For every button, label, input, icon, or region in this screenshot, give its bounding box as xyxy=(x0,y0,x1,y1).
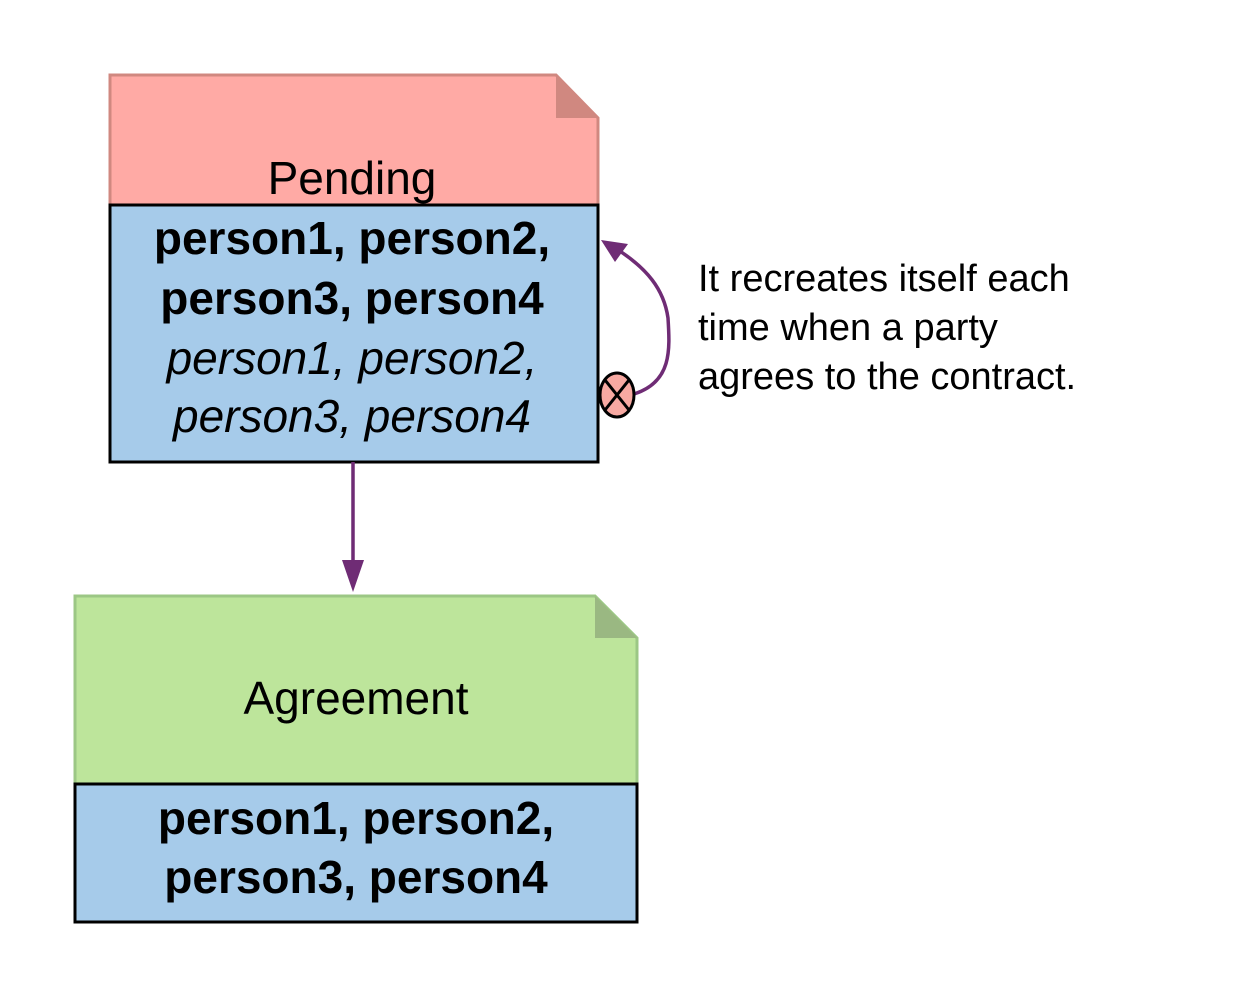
agreement-fold-corner xyxy=(595,596,637,638)
agreement-title: Agreement xyxy=(243,672,468,724)
agreement-template[interactable]: Agreement person1, person2, person3, per… xyxy=(73,594,639,924)
pending-header xyxy=(108,73,600,207)
self-loop-arrow xyxy=(611,244,671,396)
agreement-parties-box xyxy=(73,782,639,924)
agreement-header xyxy=(73,594,639,786)
note-line-1: It recreates itself each xyxy=(698,258,1070,300)
transition-arrowhead xyxy=(342,560,364,592)
self-loop-note: It recreates itself each time when a par… xyxy=(698,258,1076,398)
pending-parties-box xyxy=(108,203,600,464)
pending-observers-line-2: person3, person4 xyxy=(171,390,531,442)
pending-template[interactable]: Pending person1, person2, person3, perso… xyxy=(108,73,600,464)
pending-to-agreement-transition[interactable] xyxy=(342,462,364,592)
note-line-3: agrees to the contract. xyxy=(698,356,1076,398)
pending-signatories-line-2: person3, person4 xyxy=(160,272,544,324)
pending-fold-corner xyxy=(556,75,598,118)
self-loop-arrowhead xyxy=(601,240,628,262)
pending-title: Pending xyxy=(268,152,437,204)
note-line-2: time when a party xyxy=(698,307,998,349)
agreement-signatories-line-2: person3, person4 xyxy=(164,851,548,903)
pending-signatories-line-1: person1, person2, xyxy=(154,212,550,264)
choice-marker-icon xyxy=(598,371,636,419)
self-loop-transition[interactable] xyxy=(598,240,671,419)
pending-observers-line-1: person1, person2, xyxy=(165,332,538,384)
agreement-signatories-line-1: person1, person2, xyxy=(158,792,554,844)
